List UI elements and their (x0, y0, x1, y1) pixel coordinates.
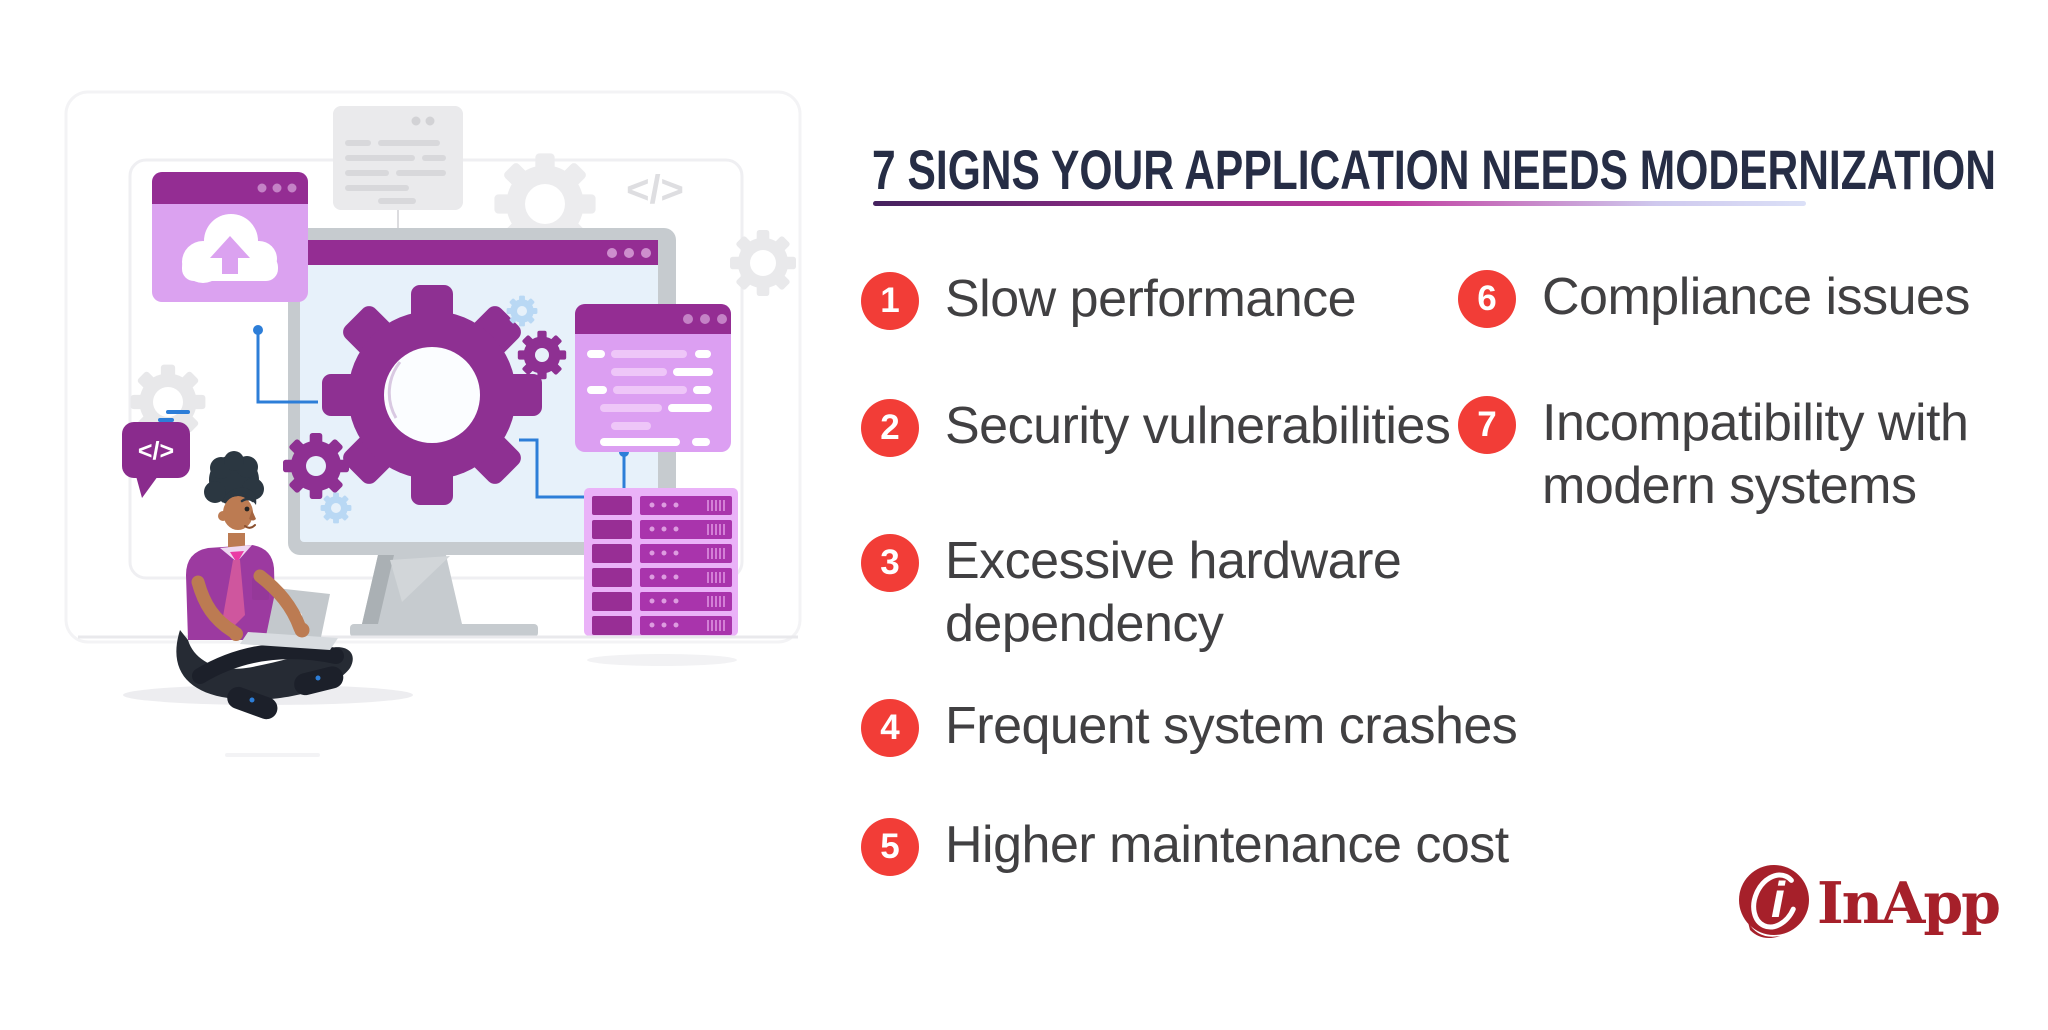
small-gear-icon-right (517, 330, 567, 380)
gray-gear-icon-right (730, 230, 796, 296)
list-item: 5 Higher maintenance cost (861, 816, 1509, 877)
blue-gear-icon-top (506, 295, 538, 327)
developer-figure (123, 451, 413, 720)
list-item: 3 Excessive hardware dependency (861, 532, 1402, 656)
list-item: 7 Incompatibility with modern systems (1458, 394, 1969, 518)
item-number-badge: 4 (861, 699, 919, 757)
item-label: Incompatibility with modern systems (1542, 394, 1969, 515)
item-number-badge: 2 (861, 399, 919, 457)
svg-text:i: i (1771, 872, 1786, 928)
code-glyph-bubble-icon: </> (138, 437, 174, 465)
list-item: 2 Security vulnerabilities (861, 397, 1451, 458)
inapp-logo-text: InApp (1817, 869, 2001, 937)
list-item: 6 Compliance issues (1458, 268, 1970, 329)
cloud-upload-icon (182, 214, 278, 283)
code-speech-bubble: </> (122, 410, 190, 498)
list-item: 4 Frequent system crashes (861, 697, 1518, 758)
item-label: Higher maintenance cost (945, 816, 1509, 874)
item-number-badge: 3 (861, 534, 919, 592)
inapp-logo: i InApp (1736, 862, 2001, 942)
developer-head (204, 451, 264, 530)
gray-gear-icon-left (130, 364, 206, 440)
blue-gear-icon-bottom (320, 492, 352, 524)
item-number-badge: 5 (861, 818, 919, 876)
item-label: Security vulnerabilities (945, 397, 1451, 455)
cloud-upload-window (152, 172, 308, 302)
title-underline (873, 201, 1806, 206)
screen-content (253, 285, 629, 524)
server-rack (584, 488, 738, 666)
item-label: Compliance issues (1542, 268, 1970, 326)
inapp-logo-mark-icon: i (1739, 865, 1809, 938)
item-number-badge: 7 (1458, 396, 1516, 454)
item-label: Frequent system crashes (945, 697, 1518, 755)
code-glyph-gray-icon: </> (626, 168, 684, 212)
modernization-illustration: </> (64, 90, 802, 757)
big-gear-icon (322, 285, 542, 505)
list-item: 1 Slow performance (861, 270, 1357, 331)
code-window (575, 304, 731, 452)
item-label: Slow performance (945, 270, 1357, 328)
item-label: Excessive hardware dependency (945, 532, 1402, 653)
faded-browser-window (333, 106, 463, 228)
gray-gear-icon-top (494, 153, 596, 255)
small-gear-icon-left (283, 433, 349, 499)
page-title: 7 SIGNS YOUR APPLICATION NEEDS MODERNIZA… (872, 137, 1997, 201)
item-number-badge: 1 (861, 272, 919, 330)
item-number-badge: 6 (1458, 270, 1516, 328)
